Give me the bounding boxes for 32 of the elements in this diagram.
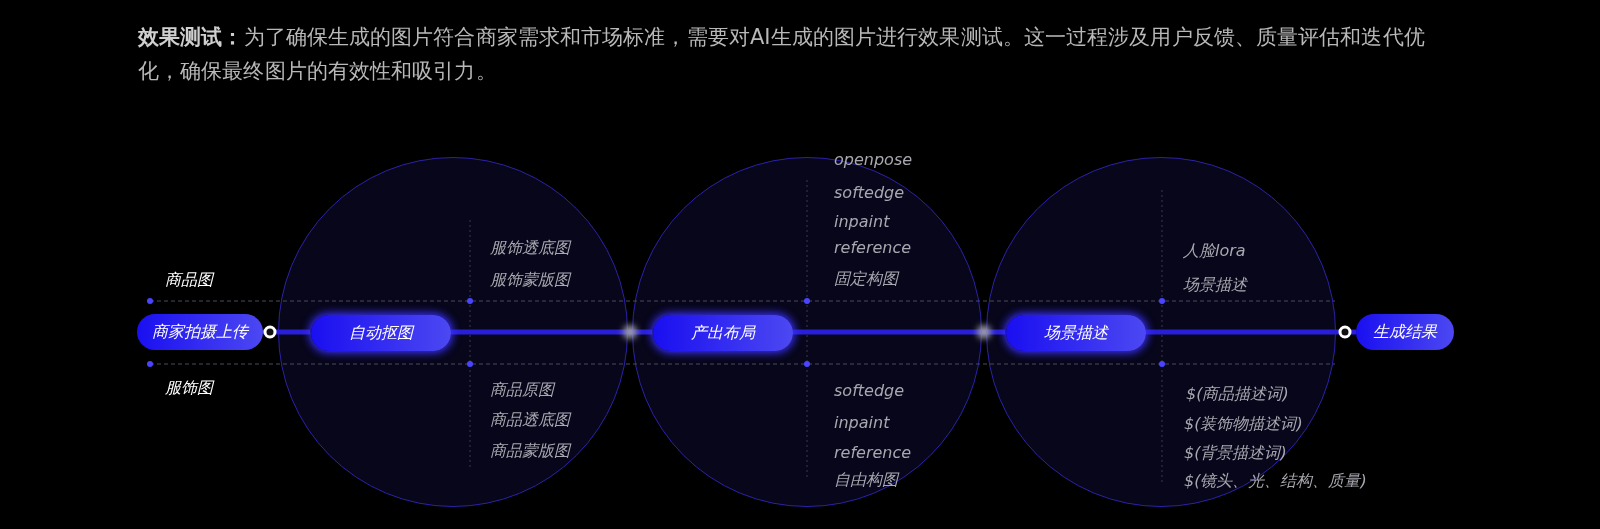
item-label: 服饰蒙版图 bbox=[490, 270, 570, 290]
connector-line bbox=[263, 329, 310, 335]
step-pill: 自动抠图 bbox=[311, 315, 451, 351]
connector-line bbox=[1145, 329, 1356, 335]
item-label: $(商品描述词) bbox=[1186, 384, 1289, 404]
step-pill: 场景描述 bbox=[1006, 315, 1146, 351]
step-pill: 生成结果 bbox=[1356, 314, 1454, 350]
item-label: reference bbox=[834, 443, 912, 463]
item-label: softedge bbox=[834, 183, 905, 203]
item-label: 商品蒙版图 bbox=[490, 441, 570, 461]
item-label: 商品透底图 bbox=[490, 410, 570, 430]
item-label: inpaint bbox=[834, 212, 890, 232]
item-label: 商品原图 bbox=[490, 380, 554, 400]
step-pill: 产出布局 bbox=[653, 315, 793, 351]
item-label: 商品图 bbox=[165, 270, 213, 290]
title-text: 效果测试：为了确保生成的图片符合商家需求和市场标准，需要对AI生成的图片进行效果测试。这一过程涉及用户反馈、质量评估和迭代优化，确保最终图片的有效性和吸引力。 bbox=[138, 24, 1426, 85]
item-label: $(背景描述词) bbox=[1184, 443, 1287, 463]
step-pill: 商家拍摄上传 bbox=[137, 314, 263, 350]
item-label: $(装饰物描述词) bbox=[1184, 414, 1303, 434]
item-label: 人脸lora bbox=[1183, 241, 1246, 261]
connector-line bbox=[792, 329, 1005, 335]
item-label: openpose bbox=[834, 150, 913, 170]
connector-line bbox=[450, 329, 652, 335]
item-label: 服饰透底图 bbox=[490, 238, 570, 258]
item-label: $(镜头、光、结构、质量) bbox=[1184, 471, 1367, 491]
item-label: 场景描述 bbox=[1183, 275, 1247, 295]
item-label: 自由构图 bbox=[834, 470, 898, 490]
item-label: 服饰图 bbox=[165, 378, 213, 398]
item-label: inpaint bbox=[834, 413, 890, 433]
item-label: reference bbox=[834, 238, 912, 258]
item-label: softedge bbox=[834, 381, 905, 401]
item-label: 固定构图 bbox=[834, 269, 898, 289]
